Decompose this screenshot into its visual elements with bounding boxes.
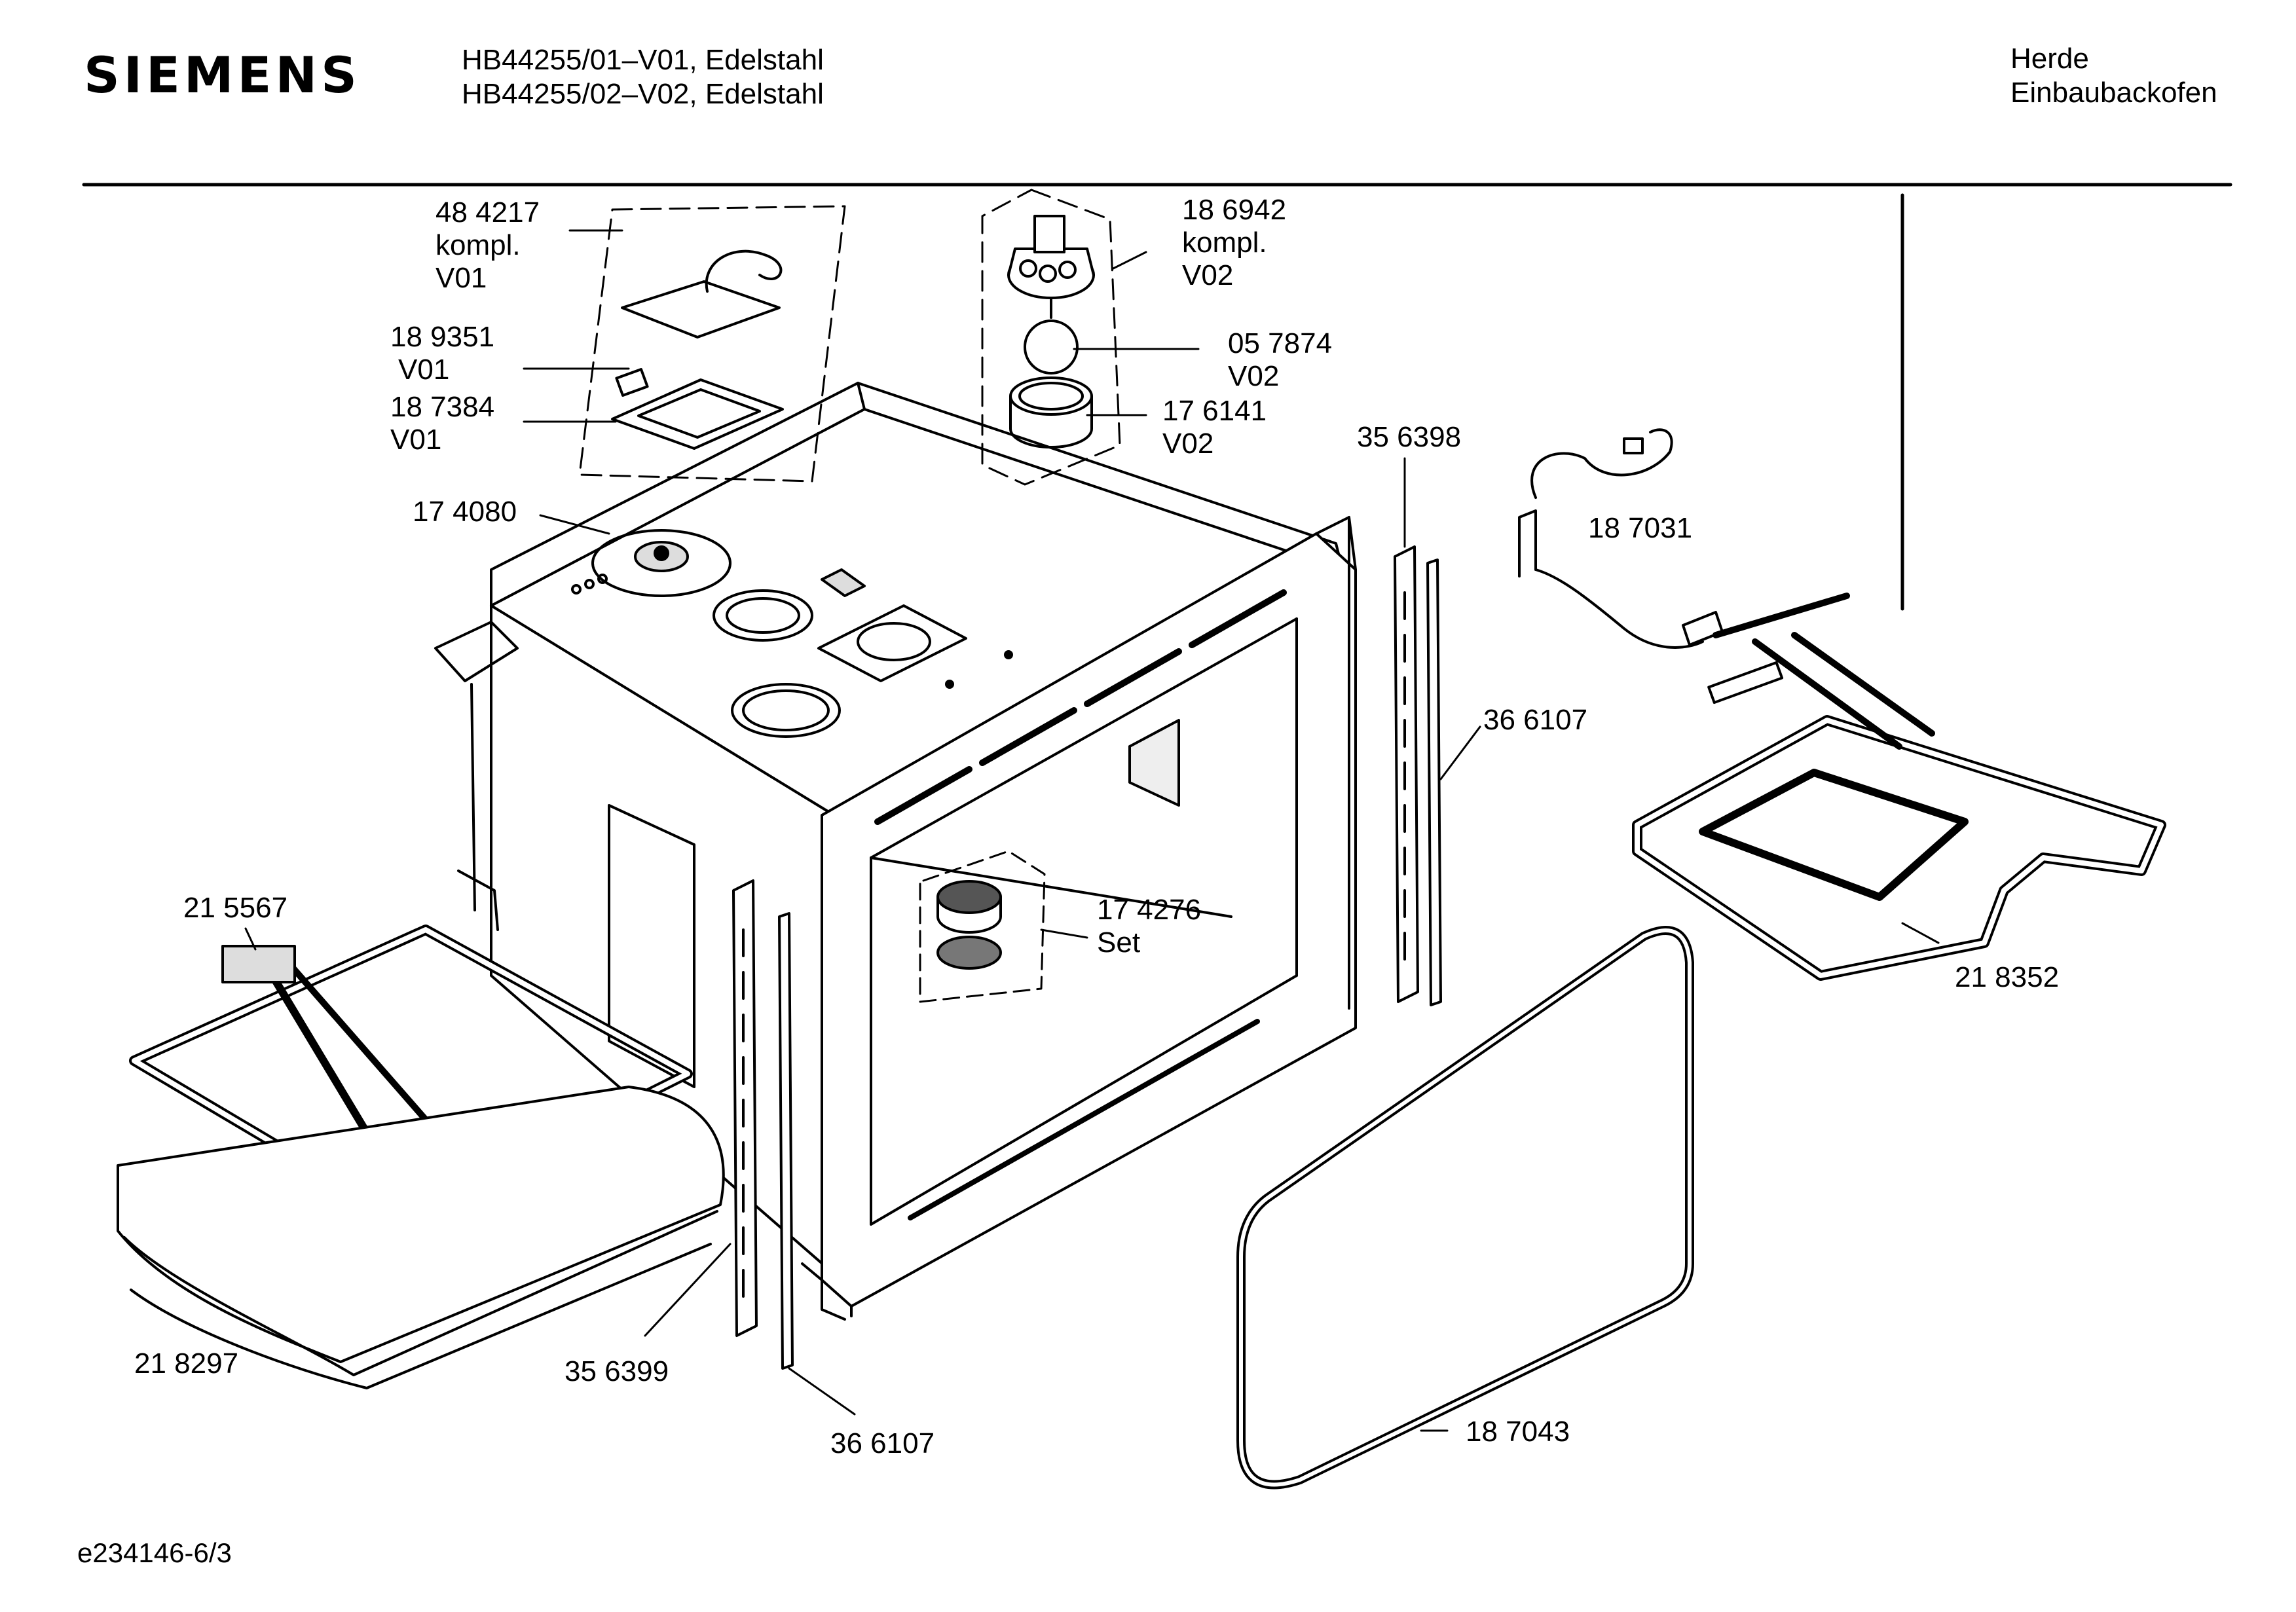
callout-36-6107-left: 36 6107 <box>830 1427 935 1460</box>
part-variant: V01 <box>435 262 487 294</box>
category-line-1: Herde <box>2010 43 2089 75</box>
brand-logo: SIEMENS <box>84 46 361 104</box>
model-line-1: HB44255/01–V01, Edelstahl <box>462 44 824 76</box>
part-note: kompl. <box>1182 227 1267 259</box>
part-number: 18 7384 <box>390 391 495 423</box>
callout-17-6141: 17 6141 V02 <box>1162 395 1267 460</box>
part-number: 36 6107 <box>1483 704 1588 736</box>
part-note: Set <box>1097 926 1141 959</box>
insulation-mat <box>117 1086 725 1389</box>
model-line-2: HB44255/02–V02, Edelstahl <box>462 78 824 110</box>
part-number: 17 4276 <box>1097 894 1202 926</box>
callout-21-8297: 21 8297 <box>134 1347 238 1380</box>
oven-light-assembly <box>981 189 1121 486</box>
part-variant: V01 <box>398 354 450 386</box>
callout-18-6942: 18 6942 kompl. V02 <box>1182 194 1286 292</box>
part-number: 17 4080 <box>413 496 517 528</box>
fan-cover-assembly <box>578 205 846 483</box>
part-number: 35 6399 <box>565 1355 669 1387</box>
part-number: 18 7043 <box>1466 1416 1570 1448</box>
callout-18-7043: 18 7043 <box>1466 1416 1570 1448</box>
category-line-2: Einbaubackofen <box>2010 77 2217 109</box>
part-number: 05 7874 <box>1228 327 1333 359</box>
callout-17-4080: 17 4080 <box>413 496 517 528</box>
right-side-rail <box>1394 545 1442 1006</box>
callout-36-6107-right: 36 6107 <box>1483 704 1587 737</box>
part-variant: V01 <box>390 424 442 456</box>
callout-35-6398: 35 6398 <box>1357 421 1461 454</box>
grill-heating-element <box>1632 593 2166 981</box>
callout-18-9351: 18 9351 V01 <box>390 321 494 386</box>
callout-48-4217: 48 4217 kompl. V01 <box>435 196 540 295</box>
callout-17-4276: 17 4276 Set <box>1097 894 1201 959</box>
part-number: 17 6141 <box>1162 395 1267 427</box>
part-number: 35 6398 <box>1357 421 1462 453</box>
callout-18-7031: 18 7031 <box>1588 512 1692 545</box>
part-number: 18 7031 <box>1588 512 1693 544</box>
part-number: 21 8297 <box>134 1347 239 1380</box>
left-side-rail <box>732 879 794 1370</box>
part-number: 21 8352 <box>1955 961 2060 993</box>
callout-21-8352: 21 8352 <box>1955 961 2059 994</box>
oven-cavity <box>434 382 1357 1321</box>
callout-05-7874: 05 7874 V02 <box>1228 327 1332 393</box>
part-number: 18 9351 <box>390 321 495 353</box>
part-variant: V02 <box>1162 428 1214 460</box>
part-number: 48 4217 <box>435 196 540 229</box>
part-number: 36 6107 <box>830 1427 935 1459</box>
leader-lines <box>244 229 1940 1432</box>
callout-21-5567: 21 5567 <box>183 892 287 925</box>
callout-18-7384: 18 7384 V01 <box>390 391 494 456</box>
part-variant: V02 <box>1182 259 1234 291</box>
part-number: 18 6942 <box>1182 194 1287 226</box>
drawing-code: e234146-6/3 <box>77 1537 232 1568</box>
part-number: 21 5567 <box>183 892 288 924</box>
door-seal <box>1236 926 1694 1490</box>
part-variant: V02 <box>1228 360 1280 392</box>
callout-35-6399: 35 6399 <box>565 1355 669 1388</box>
part-note: kompl. <box>435 229 521 261</box>
lamp-cover-set <box>919 850 1046 1003</box>
